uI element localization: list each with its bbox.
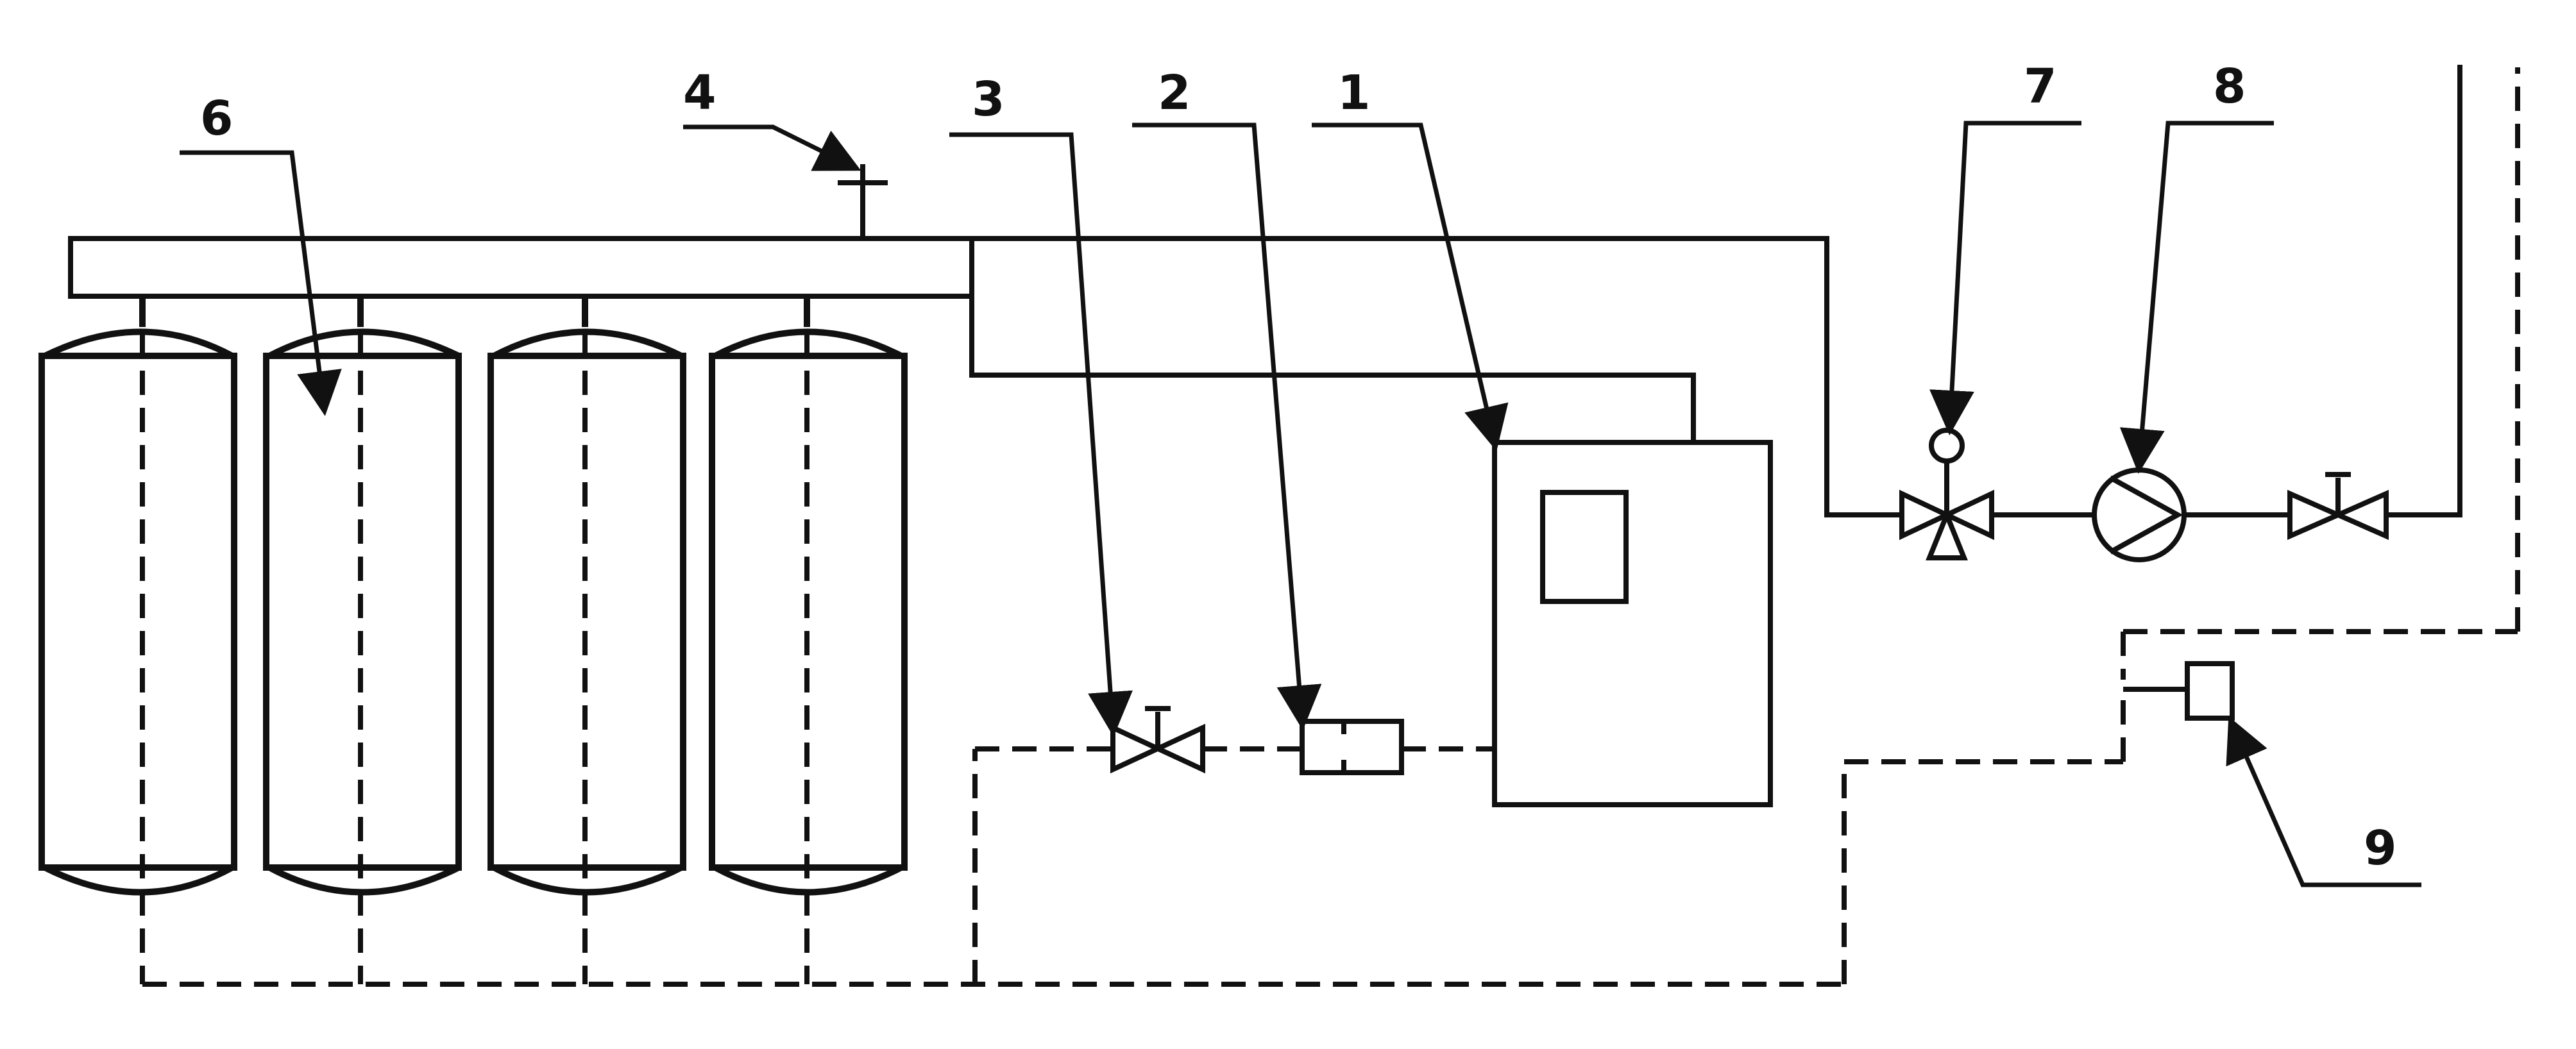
sensor-box — [2123, 661, 2235, 721]
control-lines — [140, 67, 2520, 987]
three-way-valve — [1899, 428, 1994, 560]
leader-3 — [949, 132, 1133, 737]
tank-1 — [38, 296, 237, 896]
leader-7 — [1929, 121, 2081, 435]
label-2: 2 — [1158, 65, 1191, 121]
gas-tanks — [38, 296, 908, 896]
leader-9 — [2226, 716, 2421, 887]
label-1: 1 — [1337, 65, 1371, 121]
label-8: 8 — [2213, 59, 2246, 114]
leader-4 — [683, 124, 861, 171]
leader-lines — [180, 121, 2421, 887]
label-6: 6 — [200, 91, 233, 146]
leader-1 — [1312, 122, 1509, 451]
label-4: 4 — [683, 65, 716, 121]
cabinet-window — [1540, 490, 1629, 604]
callout-labels: 1 2 3 4 6 7 8 9 — [200, 59, 2397, 876]
pump — [2092, 467, 2187, 562]
filter-device — [1300, 719, 1404, 775]
label-7: 7 — [2024, 59, 2057, 114]
label-9: 9 — [2364, 821, 2397, 876]
control-cabinet — [1492, 440, 1773, 807]
leader-2 — [1132, 122, 1322, 730]
header-manifold — [68, 236, 974, 299]
leader-6 — [180, 150, 342, 416]
label-3: 3 — [972, 72, 1005, 127]
stop-valve-outlet — [2287, 472, 2389, 541]
stop-valve — [1110, 706, 1205, 774]
solid-piping — [68, 65, 2462, 517]
leader-8 — [2119, 121, 2274, 474]
